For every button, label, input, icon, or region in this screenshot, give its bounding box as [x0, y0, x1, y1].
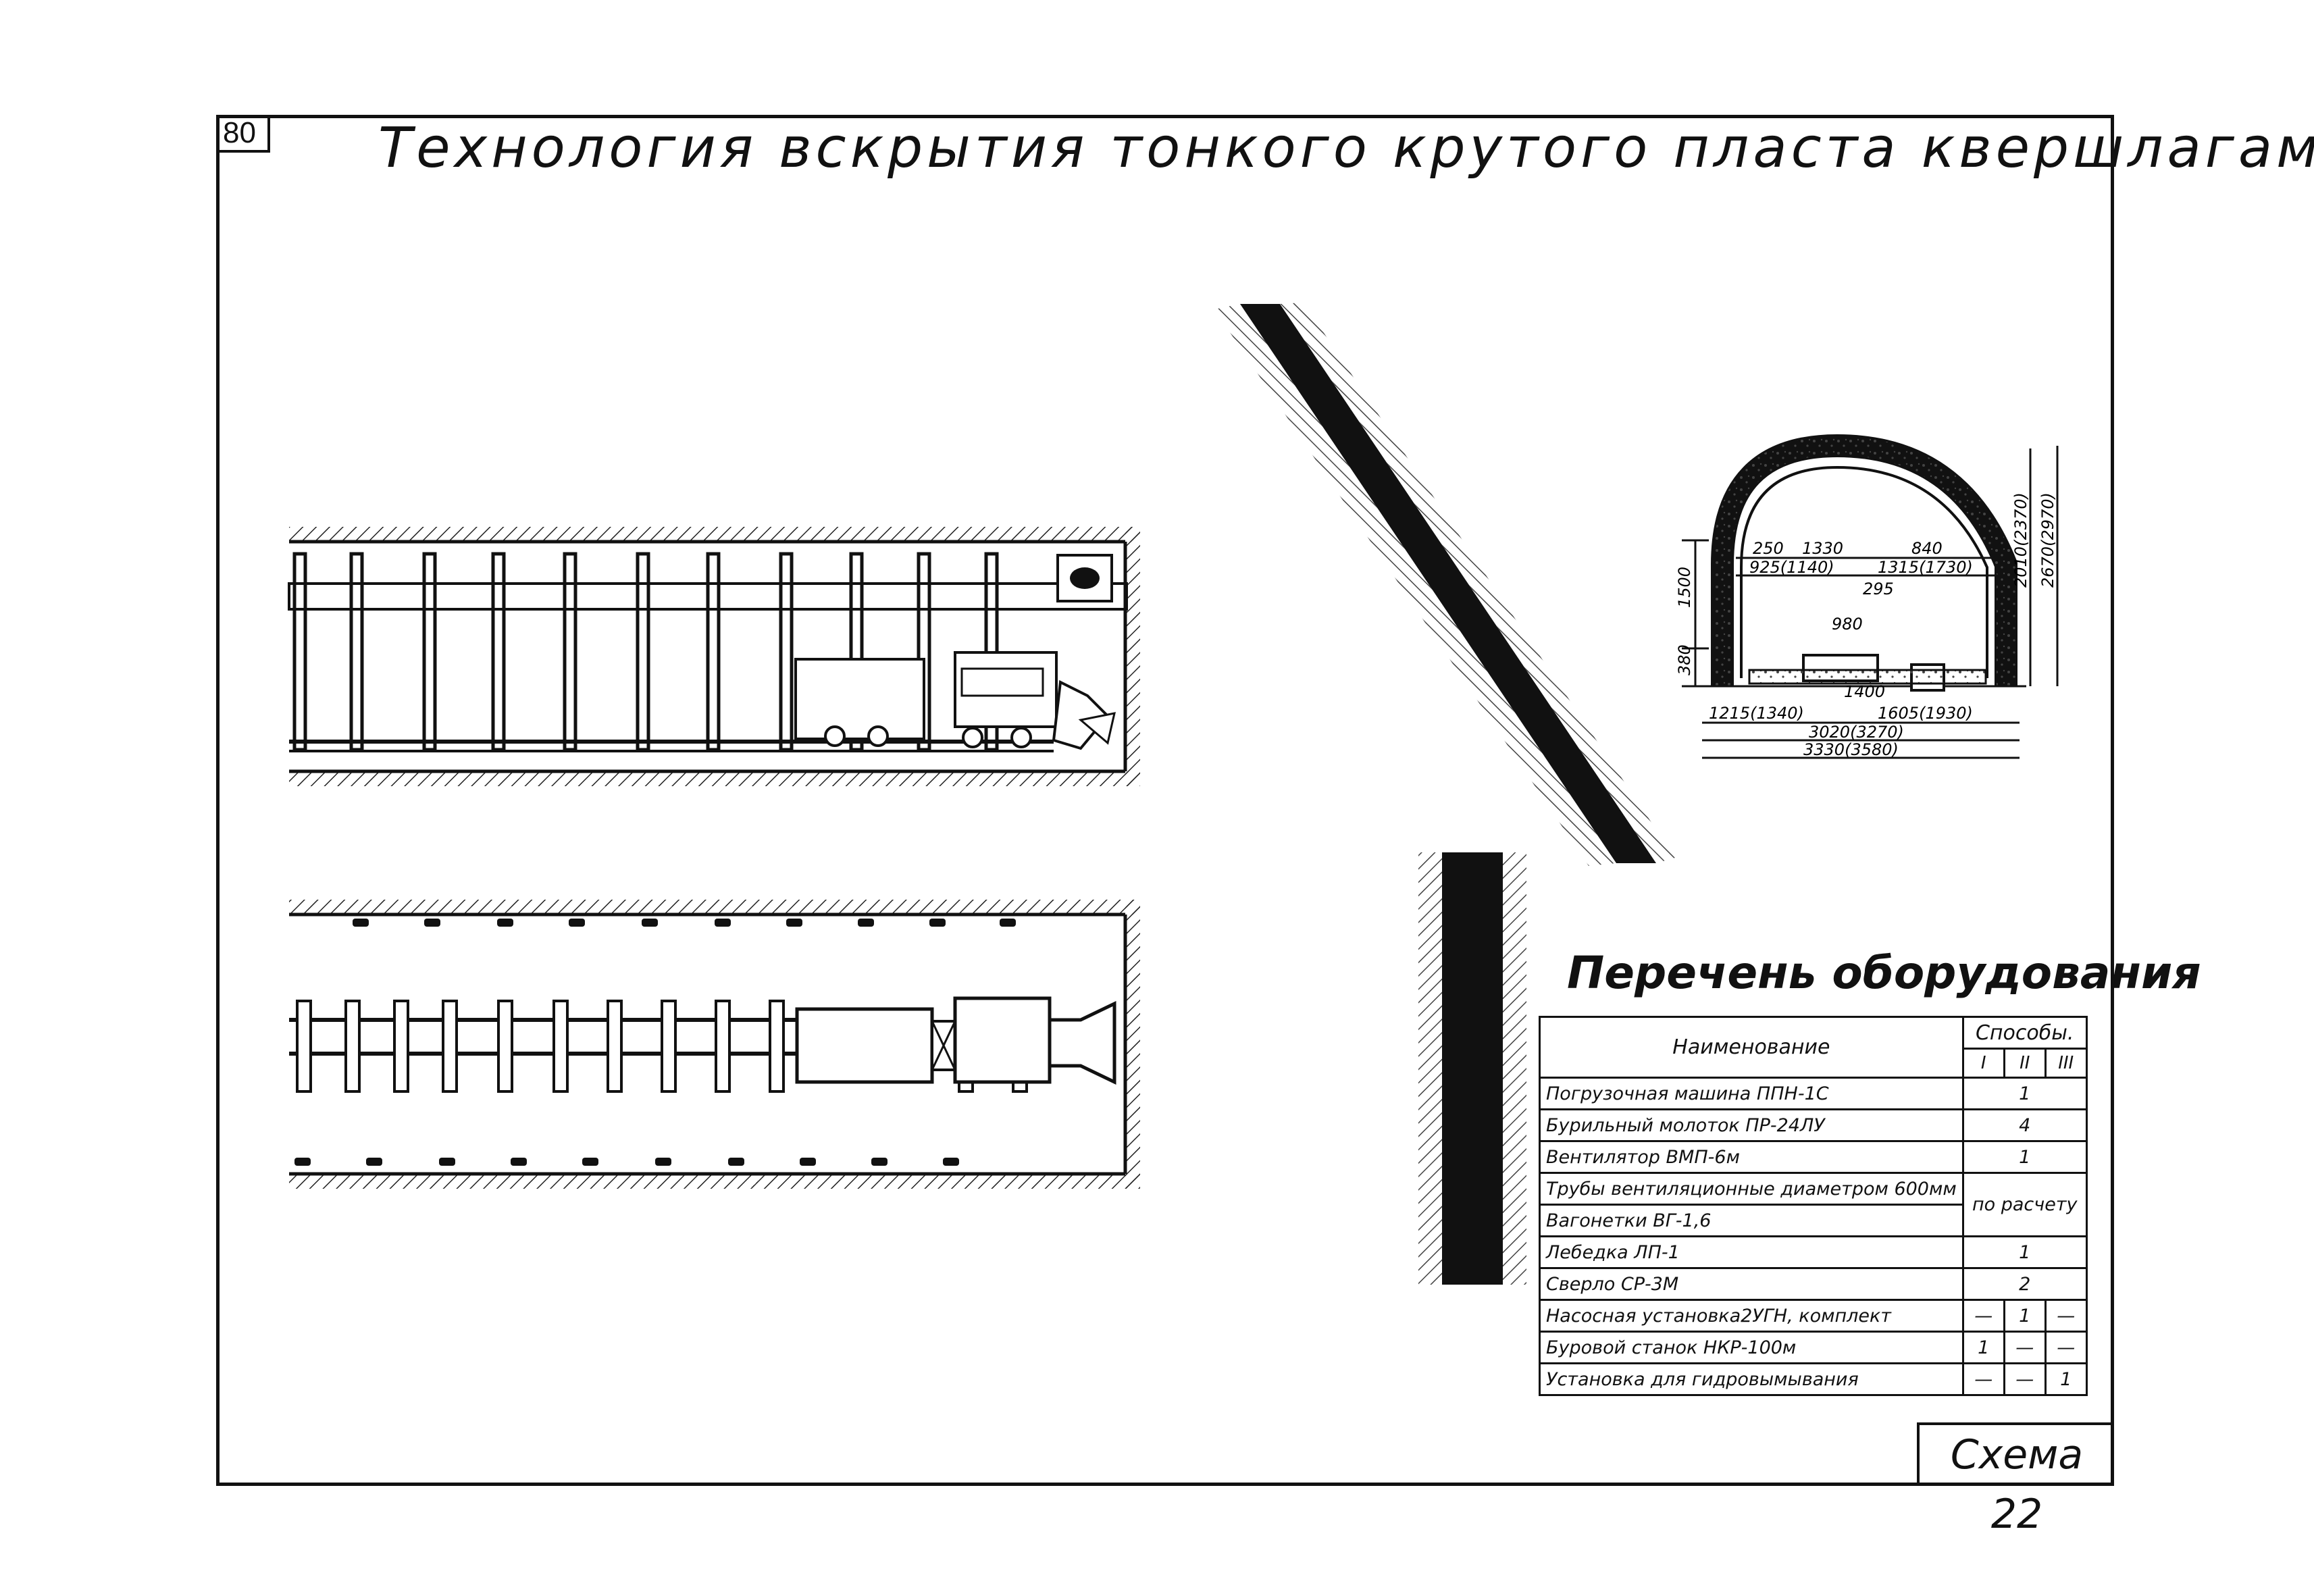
drift-cross-section: 250 1330 840 925(1140) 1315(1730) 295 98…	[1675, 434, 2059, 759]
dim-295: 295	[1863, 580, 1894, 598]
equipment-name: Сверло СР-3М	[1539, 1267, 1964, 1301]
equipment-name: Погрузочная машина ППН-1С	[1539, 1077, 1964, 1110]
table-row: Сверло СР-3М 2	[1539, 1267, 2088, 1301]
equipment-value: —	[1961, 1362, 2005, 1396]
dim-3330: 3330(3580)	[1803, 740, 1899, 759]
equipment-value: по расчету	[1961, 1172, 2088, 1237]
equipment-name: Трубы вентиляционные диаметром 600мм	[1539, 1172, 1964, 1206]
dim-1315: 1315(1730)	[1878, 558, 1973, 577]
equipment-value: —	[1961, 1299, 2005, 1333]
header-methods: Способы.	[1961, 1016, 2088, 1050]
equipment-value: —	[2044, 1299, 2088, 1333]
dim-925: 925(1140)	[1749, 558, 1834, 577]
dim-1400: 1400	[1844, 682, 1885, 701]
dim-840: 840	[1911, 539, 1943, 558]
top-drift-view	[288, 527, 1140, 786]
seam-section	[1214, 303, 1675, 1285]
equipment-name: Лебедка ЛП-1	[1539, 1235, 1964, 1269]
dim-1500: 1500	[1675, 567, 1694, 608]
equipment-name: Бурильный молоток ПР-24ЛУ	[1539, 1108, 1964, 1142]
method-1: I	[1961, 1048, 2005, 1079]
table-row: Лебедка ЛП-1 1	[1539, 1235, 2088, 1269]
dim-1330: 1330	[1802, 539, 1843, 558]
table-header-row: Наименование Способы.	[1539, 1016, 2088, 1079]
dim-380: 380	[1675, 644, 1694, 675]
dim-2670: 2670(2970)	[2038, 492, 2057, 588]
equipment-name: Вентилятор ВМП-6м	[1539, 1140, 1964, 1174]
equipment-value: 1	[1961, 1140, 2088, 1174]
equipment-table: Наименование Способы. I II III Погрузочн…	[1539, 1016, 2088, 1396]
equipment-name: Насосная установка2УГН, комплект	[1539, 1299, 1964, 1333]
equipment-value: 2	[1961, 1267, 2088, 1301]
dim-2010: 2010(2370)	[2011, 492, 2030, 588]
dim-250: 250	[1753, 539, 1784, 558]
dim-1605: 1605(1930)	[1878, 704, 1973, 723]
table-row: Вентилятор ВМП-6м 1	[1539, 1140, 2088, 1174]
drawing-frame	[216, 115, 2114, 1486]
table-row: Насосная установка2УГН, комплект — 1 —	[1539, 1299, 2088, 1333]
equipment-value: —	[2044, 1331, 2088, 1364]
equipment-value: 4	[1961, 1108, 2088, 1142]
equipment-list-title: Перечень оборудования	[1567, 947, 2201, 999]
table-row: Бурильный молоток ПР-24ЛУ 4	[1539, 1108, 2088, 1142]
page-title: Технология вскрытия тонкого крутого плас…	[378, 116, 2314, 180]
bottom-drift-view	[289, 900, 1140, 1189]
table-row: Установка для гидровымывания — — 1	[1539, 1362, 2088, 1396]
equipment-name: Буровой станок НКР-100м	[1539, 1331, 1964, 1364]
table-row: Погрузочная машина ППН-1С 1	[1539, 1077, 2088, 1110]
equipment-value: 1	[2044, 1362, 2088, 1396]
equipment-name: Вагонетки ВГ-1,6	[1539, 1204, 1964, 1237]
equipment-value: —	[2003, 1331, 2047, 1364]
table-row: Трубы вентиляционные диаметром 600мм по …	[1539, 1172, 2088, 1237]
method-3: III	[2044, 1048, 2088, 1079]
method-2: II	[2003, 1048, 2047, 1079]
equipment-value: 1	[1961, 1077, 2088, 1110]
table-row: Вагонетки ВГ-1,6	[1539, 1204, 2087, 1237]
dim-3020: 3020(3270)	[1809, 723, 1904, 742]
table-subheader-row: I II III	[1540, 1048, 2088, 1079]
header-name: Наименование	[1539, 1016, 1964, 1079]
equipment-value: 1	[1961, 1331, 2005, 1364]
page-number: 80	[223, 116, 256, 149]
equipment-value: 1	[1961, 1235, 2088, 1269]
equipment-value: —	[2003, 1362, 2047, 1396]
equipment-value: 1	[2003, 1299, 2047, 1333]
schema-label: Схема 22	[1917, 1422, 2114, 1538]
dim-1215: 1215(1340)	[1709, 704, 1804, 723]
table-row: Буровой станок НКР-100м 1 — —	[1539, 1331, 2088, 1364]
dim-980: 980	[1832, 615, 1863, 634]
equipment-name: Установка для гидровымывания	[1539, 1362, 1964, 1396]
page-number-box	[216, 115, 270, 153]
